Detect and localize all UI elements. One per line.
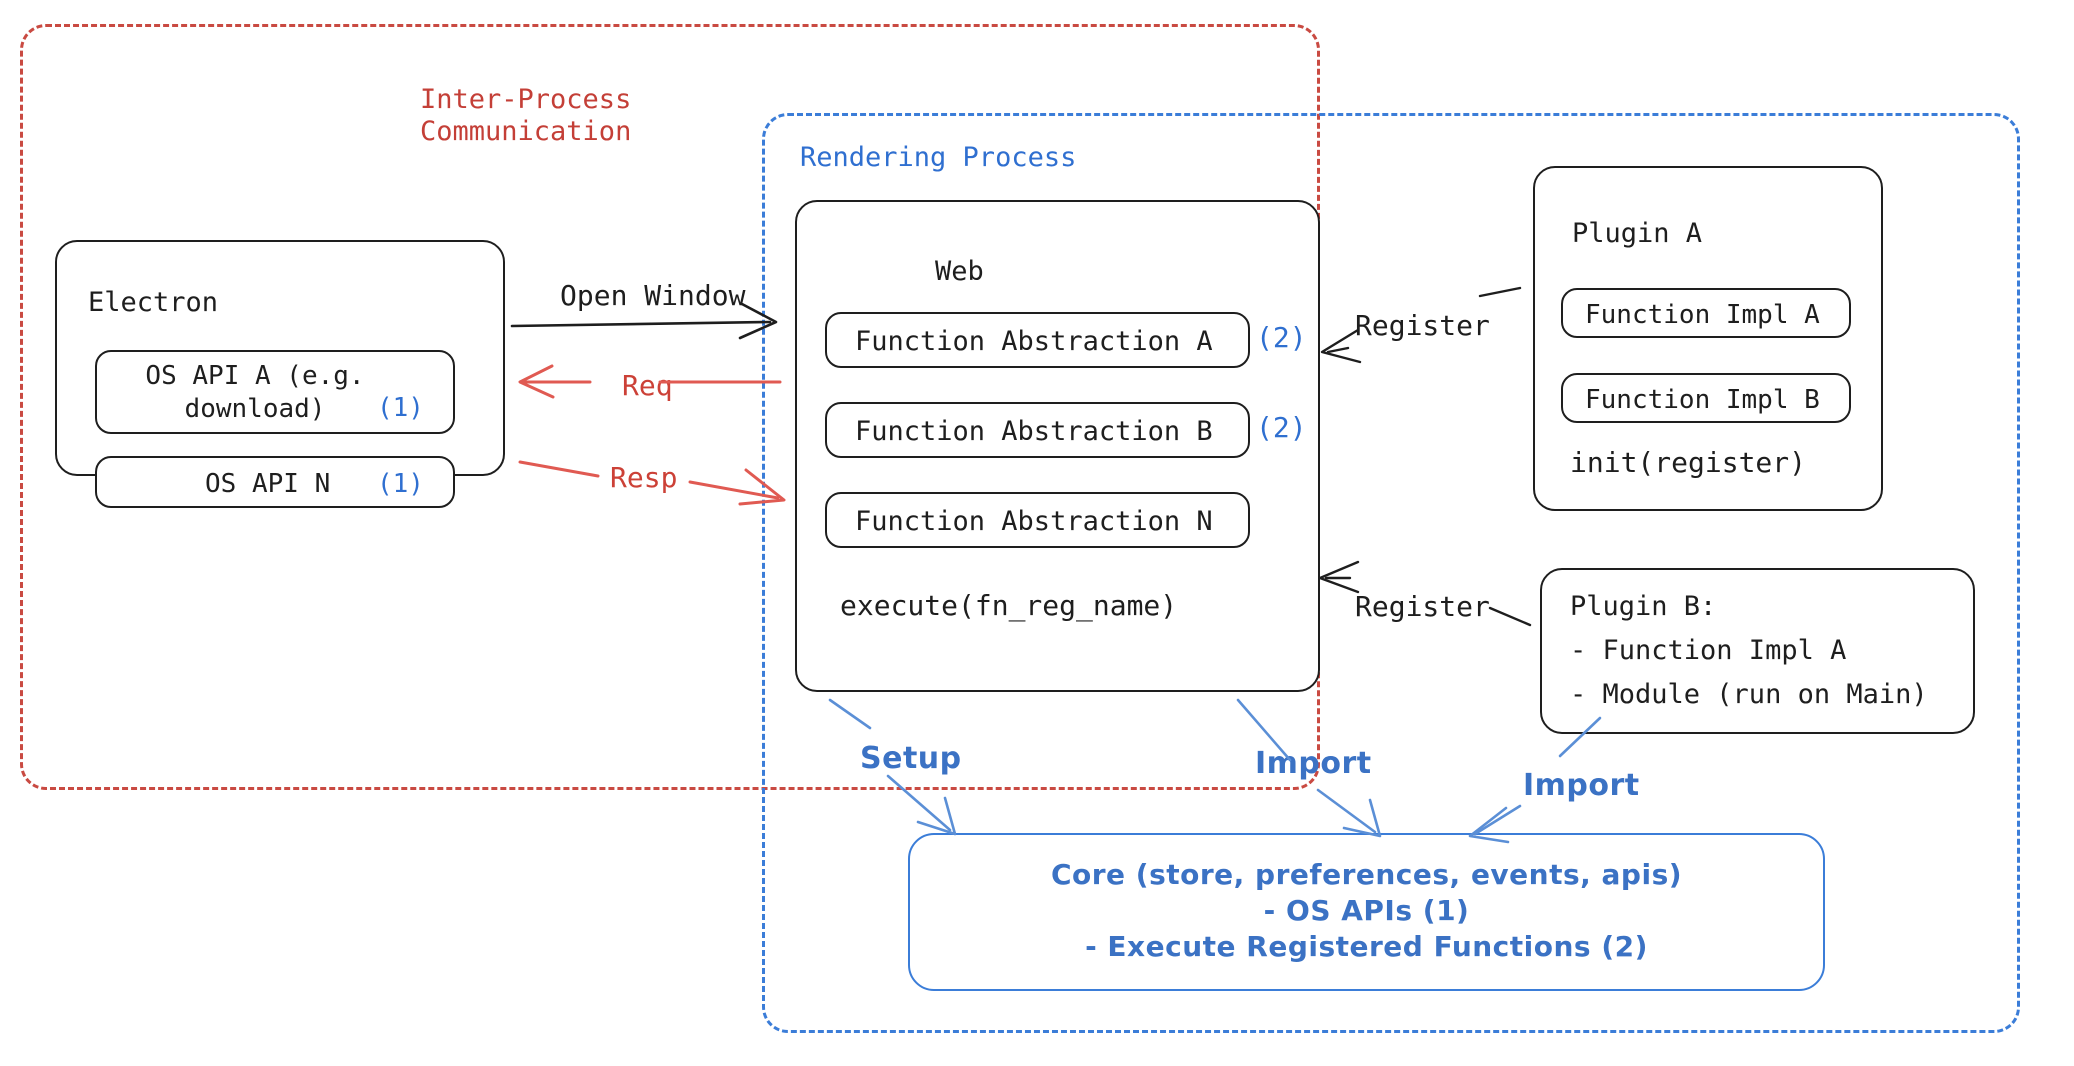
function-abstraction-a-label: Function Abstraction A — [855, 326, 1213, 357]
web-title: Web — [935, 256, 984, 287]
group-title-ipc: Inter-Process Communication — [420, 84, 632, 147]
group-title-rendering-process: Rendering Process — [800, 142, 1077, 173]
arrow-label-open-window: Open Window — [560, 279, 746, 312]
os-api-a-box — [95, 350, 455, 434]
function-abstraction-a-box — [825, 312, 1250, 368]
arrow-label-import-web: Import — [1255, 746, 1372, 781]
core-box — [908, 833, 1825, 991]
os-api-a-marker: (1) — [377, 393, 424, 423]
function-abstraction-b-box — [825, 402, 1250, 458]
plugin-b-box — [1540, 568, 1975, 734]
core-line-3: - Execute Registered Functions (2) — [1085, 930, 1648, 963]
core-line-2: - OS APIs (1) — [1263, 894, 1470, 927]
plugin-a-function-impl-a-box — [1561, 288, 1851, 338]
os-api-n-box — [95, 456, 455, 508]
core-line-1: Core (store, preferences, events, apis) — [1050, 858, 1683, 891]
plugin-b-line-1: Plugin B: — [1570, 591, 1717, 622]
function-abstraction-n-box — [825, 492, 1250, 548]
plugin-a-init-label: init(register) — [1570, 446, 1807, 479]
os-api-n-label: OS API N — [205, 469, 331, 499]
plugin-b-line-2: - Function Impl A — [1570, 635, 1847, 666]
function-abstraction-a-marker: (2) — [1256, 321, 1307, 354]
electron-title: Electron — [88, 287, 219, 318]
plugin-a-function-impl-b-label: Function Impl B — [1585, 385, 1820, 415]
arrow-label-resp: Resp — [610, 461, 678, 494]
os-api-a-label: OS API A (e.g. download) — [145, 361, 365, 424]
web-execute-label: execute(fn_reg_name) — [840, 589, 1178, 622]
function-abstraction-n-label: Function Abstraction N — [855, 506, 1213, 537]
os-api-n-marker: (1) — [377, 469, 424, 499]
plugin-a-function-impl-a-label: Function Impl A — [1585, 300, 1820, 330]
arrow-label-import-plugin-b: Import — [1523, 768, 1640, 803]
arrow-label-register-plugin-b: Register — [1355, 590, 1490, 623]
arrow-label-req: Req — [622, 369, 673, 402]
arrow-label-register-plugin-a: Register — [1355, 309, 1490, 342]
function-abstraction-b-label: Function Abstraction B — [855, 416, 1213, 447]
plugin-a-box — [1533, 166, 1883, 511]
group-rendering-process — [762, 113, 2020, 1033]
plugin-a-title: Plugin A — [1572, 218, 1703, 249]
arrow-label-setup: Setup — [860, 741, 962, 776]
plugin-b-line-3: - Module (run on Main) — [1570, 679, 1928, 710]
plugin-a-function-impl-b-box — [1561, 373, 1851, 423]
function-abstraction-b-marker: (2) — [1256, 411, 1307, 444]
